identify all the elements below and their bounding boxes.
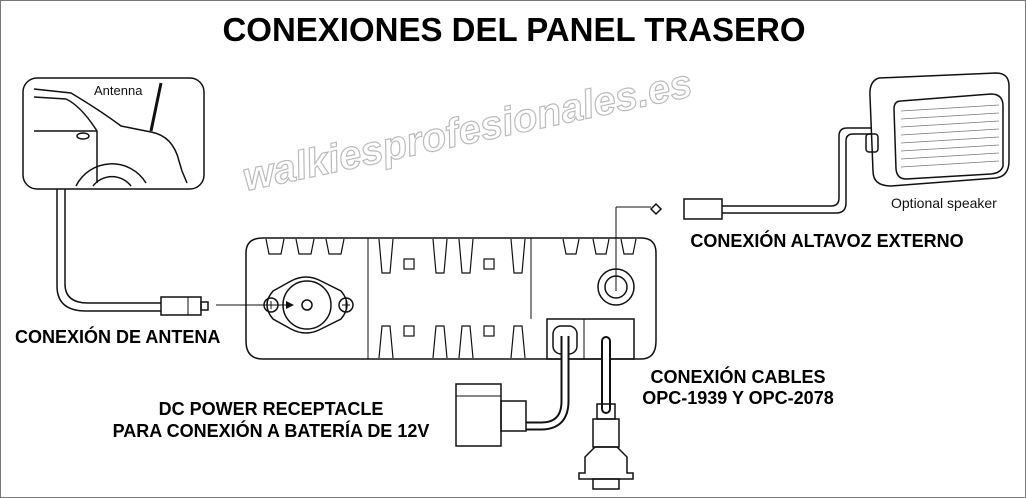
radio-rear-panel [245,237,657,360]
car-illustration: Antenna [22,77,205,190]
optional-speaker: Optional speaker [865,72,1010,211]
watermark: walkiesprofesionales.es [239,62,696,200]
antenna-icon [149,82,163,132]
antenna-label: Antenna [94,83,143,98]
antenna-connector-socket [263,276,354,334]
dc-power-plug [455,383,502,447]
diagram-title: CONEXIONES DEL PANEL TRASERO [222,11,805,48]
speaker-cable [615,127,871,291]
cables-models-label: OPC-1939 Y OPC-2078 [642,388,833,408]
opc-cable [578,336,634,490]
dc-power-label: DC POWER RECEPTACLE [159,399,384,419]
antenna-connection-label: CONEXIÓN DE ANTENA [15,326,220,347]
antenna-cable [56,189,294,316]
dc-power-cable [455,336,570,447]
optional-speaker-label: Optional speaker [891,195,997,211]
cable-socket-block [546,318,635,360]
speaker-connection-label: CONEXIÓN ALTAVOZ EXTERNO [690,230,963,251]
cables-connection-label: CONEXIÓN CABLES [650,366,825,387]
battery-connection-label: PARA CONEXIÓN A BATERÍA DE 12V [113,420,430,441]
opc-plug [578,446,634,480]
